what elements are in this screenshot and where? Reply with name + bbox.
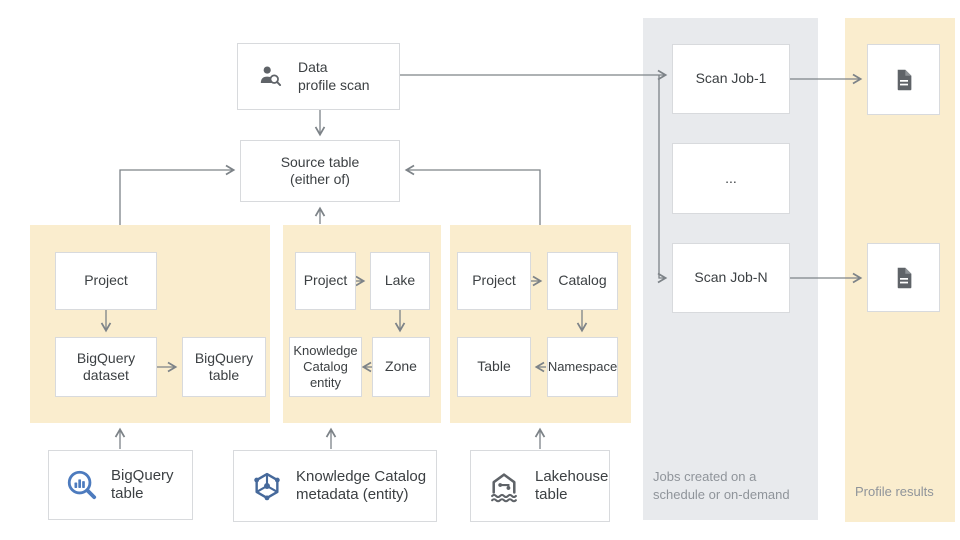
label-line: Project xyxy=(84,272,128,289)
bq-dataset-node: BigQuery dataset xyxy=(55,337,157,397)
scan-job-ellipsis-node: ... xyxy=(672,143,790,214)
label-line: Namespace xyxy=(547,359,618,375)
knowledge-catalog-icon xyxy=(254,472,280,501)
label-line: Project xyxy=(303,272,348,289)
bigquery-icon xyxy=(67,470,97,500)
caption-line: Jobs created on a xyxy=(653,469,757,484)
lake-project-node: Project xyxy=(295,252,356,310)
bigquery-table-source-node: BigQuery table xyxy=(48,450,193,520)
scan-job-n-node: Scan Job-N xyxy=(672,243,790,313)
label-line: Table xyxy=(477,358,511,375)
label-line: table xyxy=(535,486,568,503)
label-line: Scan Job-N xyxy=(694,269,768,286)
document-icon xyxy=(897,69,911,90)
label-line: Lake xyxy=(384,272,416,289)
data-profile-scan-node: Data profile scan xyxy=(237,43,400,110)
label-line: BigQuery xyxy=(194,349,254,366)
profile-result-doc-2 xyxy=(867,243,940,312)
label-line: Source table xyxy=(280,153,360,170)
source-table-node: Source table (either of) xyxy=(240,140,400,202)
caption-line: Profile results xyxy=(855,484,934,499)
label-line: table xyxy=(111,485,144,502)
label-line: BigQuery xyxy=(111,466,174,484)
kc-entity-node: Knowledge Catalog entity xyxy=(289,337,362,397)
label-line: Knowledge Catalog xyxy=(296,467,427,485)
caption-line: schedule or on-demand xyxy=(653,487,790,503)
label-line: profile scan xyxy=(298,76,370,93)
label-line: (either of) xyxy=(290,171,350,187)
lake-node: Lake xyxy=(370,252,430,310)
jobs-caption: Jobs created on a schedule or on-demand xyxy=(653,468,813,504)
label-line: metadata (entity) xyxy=(296,486,409,503)
scan-job-1-node: Scan Job-1 xyxy=(672,44,790,114)
lakehouse-table-source-node: Lakehouse table xyxy=(470,450,610,522)
label-line: table xyxy=(208,367,240,383)
label-line: Data xyxy=(298,59,328,76)
profile-result-doc-1 xyxy=(867,44,940,115)
label-line: entity xyxy=(309,374,342,390)
namespace-node: Namespace xyxy=(547,337,618,397)
bq-project-node: Project xyxy=(55,252,157,310)
label-line: Knowledge xyxy=(293,343,358,359)
label-line: Lakehouse xyxy=(535,467,609,485)
lakehouse-icon xyxy=(491,473,517,503)
label-line: dataset xyxy=(83,367,129,383)
label-line: Catalog xyxy=(303,359,348,375)
results-caption: Profile results xyxy=(855,483,934,501)
kc-metadata-source-node: Knowledge Catalog metadata (entity) xyxy=(233,450,437,522)
label-line: Project xyxy=(472,272,516,289)
catalog-node: Catalog xyxy=(547,252,618,310)
label-line: Catalog xyxy=(558,272,607,289)
arrow-catalogpanel-to-source xyxy=(404,164,541,225)
catalog-project-node: Project xyxy=(457,252,531,310)
zone-node: Zone xyxy=(372,337,430,397)
person-search-icon xyxy=(260,65,282,86)
document-icon xyxy=(897,267,911,288)
label-line: Zone xyxy=(385,358,417,375)
label-line: Scan Job-1 xyxy=(695,70,767,87)
arrow-bqpanel-to-source xyxy=(119,164,236,225)
bq-table-node: BigQuery table xyxy=(182,337,266,397)
label-line: ... xyxy=(725,169,737,186)
table-node: Table xyxy=(457,337,531,397)
label-line: BigQuery xyxy=(76,349,136,366)
